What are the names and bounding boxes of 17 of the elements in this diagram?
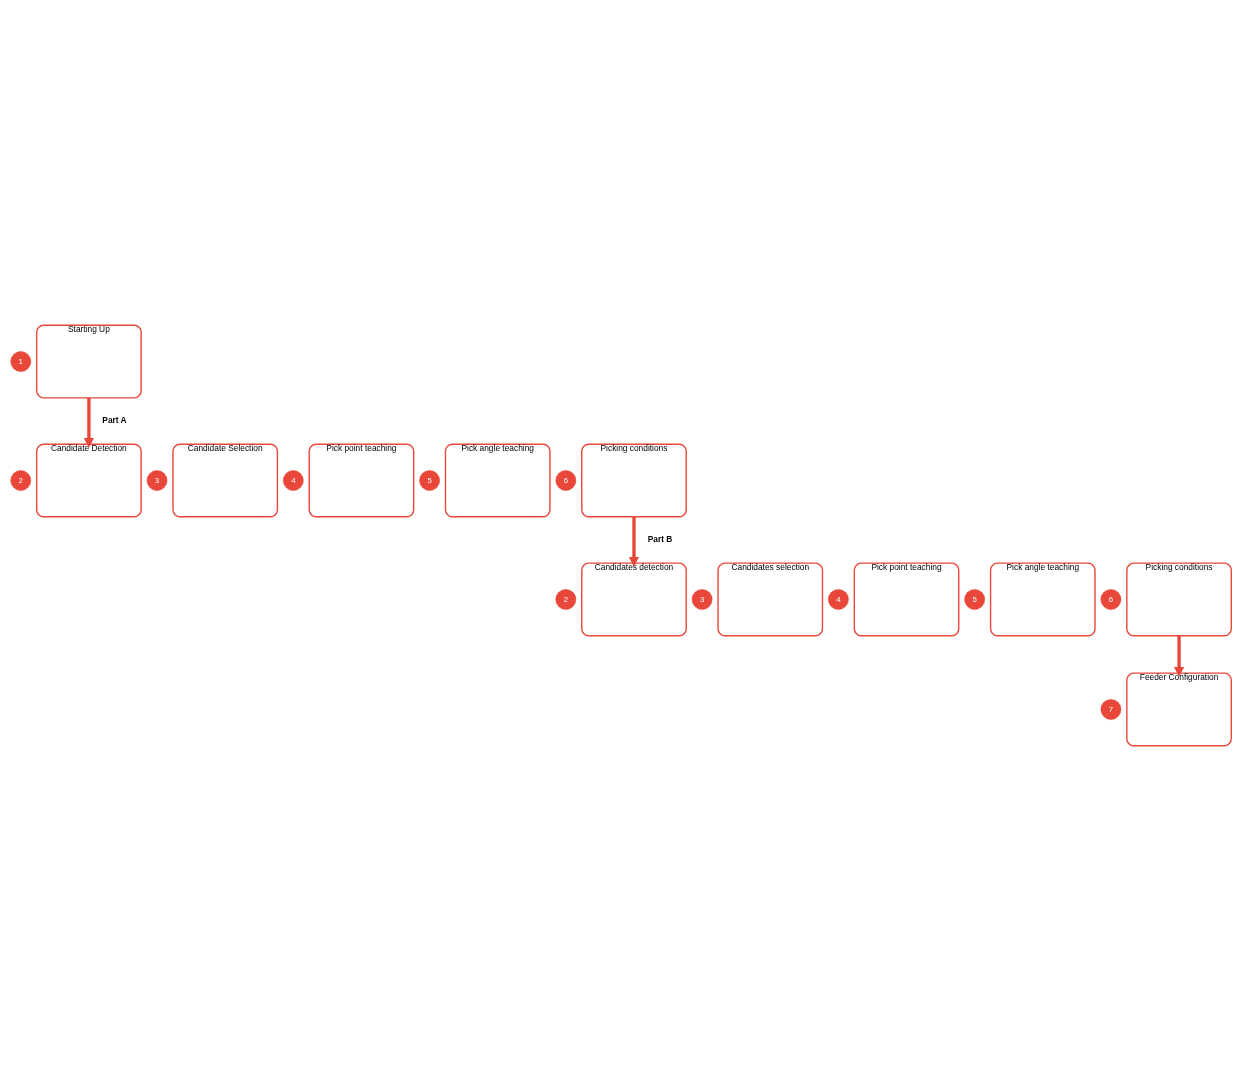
node-box: Pick point teaching (853, 562, 960, 637)
node-box: Pick point teaching (308, 443, 415, 518)
node-box: Candidates selection (717, 562, 824, 637)
edge-label: Part A (102, 414, 127, 425)
node-box: Starting Up (36, 324, 142, 399)
node-box: Candidates detection (581, 562, 687, 637)
node-box: Picking conditions (1126, 562, 1232, 637)
arrow (628, 516, 640, 567)
node-box: Pick angle teaching (444, 443, 551, 518)
node-box: Feeder Configuration (1126, 672, 1232, 747)
node-box: Candidate Selection (172, 443, 279, 518)
arrow (83, 397, 95, 448)
node-box: Picking conditions (581, 443, 687, 518)
node-box: Pick angle teaching (989, 562, 1096, 637)
node-box: Candidate Detection (36, 443, 142, 518)
arrow (1173, 635, 1185, 677)
edge-label: Part B (647, 533, 673, 544)
